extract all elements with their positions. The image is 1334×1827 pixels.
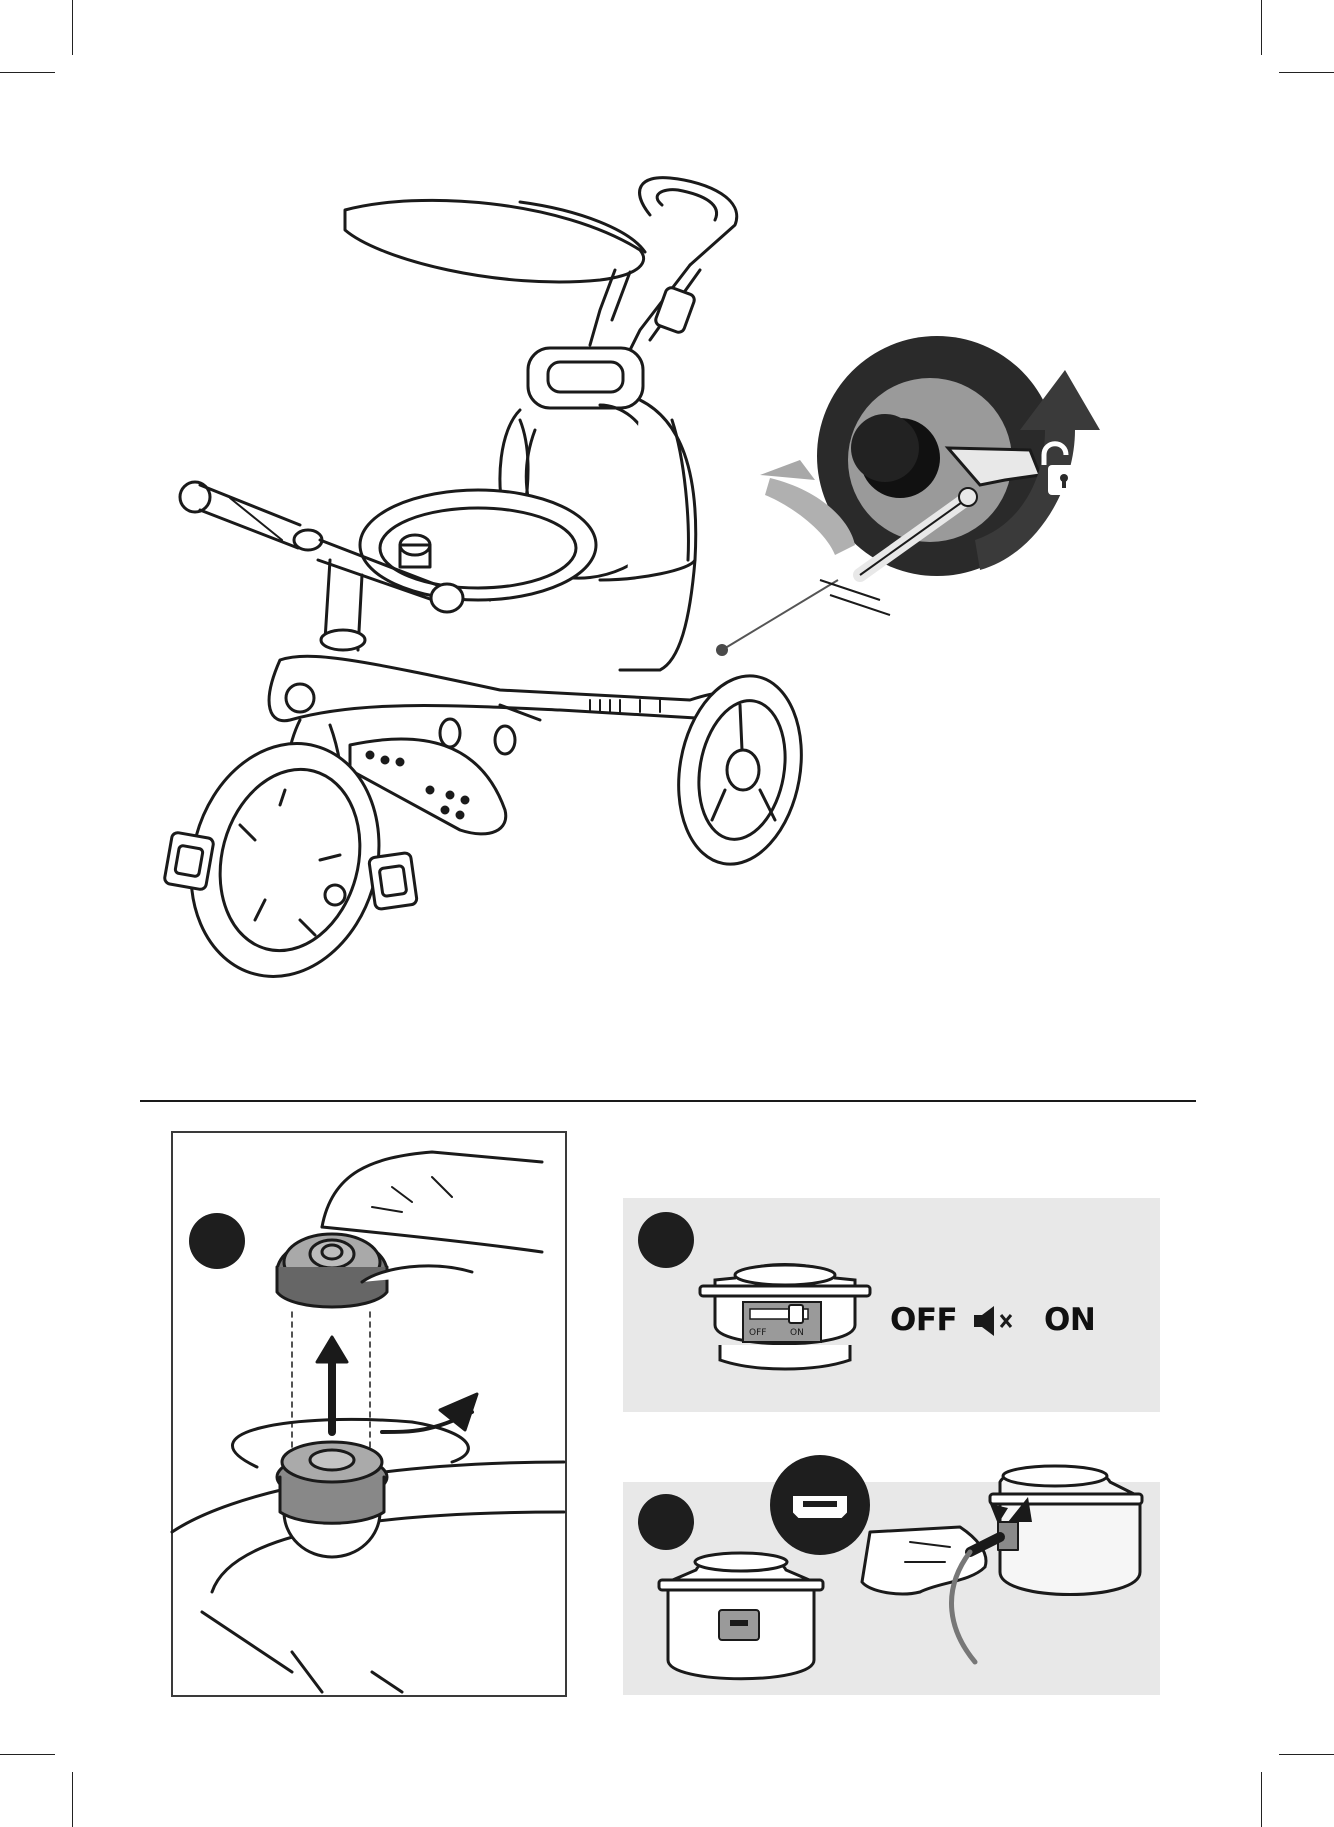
usb-port-icon	[792, 1495, 848, 1519]
speaker-unit-usb	[656, 1540, 826, 1690]
brake-release-detail	[830, 330, 1150, 630]
crop-mark-bottom-right-h	[1279, 1754, 1334, 1755]
speaker-removal-illustration	[172, 1132, 564, 1692]
crop-mark-bottom-right-v	[1261, 1772, 1262, 1827]
switch-label-off: OFF	[749, 1328, 766, 1338]
callout-line	[722, 580, 838, 650]
step-marker-2	[638, 1212, 694, 1268]
section-divider	[140, 1100, 1196, 1102]
switch-label-on: ON	[790, 1328, 804, 1338]
switch-on-label: ON	[1044, 1302, 1095, 1338]
switch-off-label: OFF	[890, 1302, 957, 1338]
crop-mark-bottom-left-v	[72, 1772, 73, 1827]
speaker-mute-icon	[974, 1306, 1018, 1338]
usb-plugin-illustration	[850, 1452, 1170, 1687]
speaker-unit-switch: OFF ON	[695, 1250, 875, 1390]
crop-mark-bottom-left-h	[0, 1754, 55, 1755]
